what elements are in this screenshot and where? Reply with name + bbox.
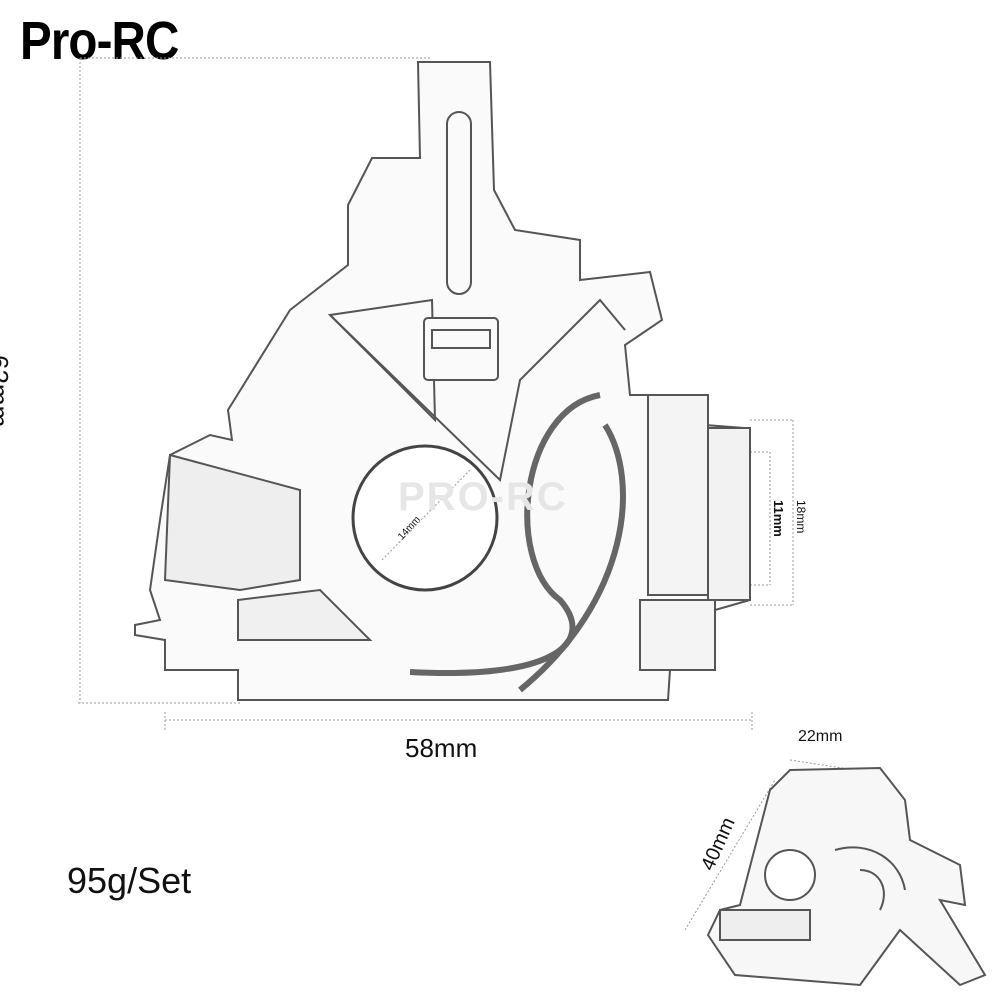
weight-label: 95g/Set <box>67 860 192 901</box>
outer-diameter-label: 18mm <box>794 500 808 534</box>
main-bore <box>351 444 499 592</box>
gearbox-iso-view <box>706 766 987 987</box>
inner-diameter-label: 11mm <box>771 500 786 537</box>
depth-dimension-label: 22mm <box>798 728 843 745</box>
brand-logo: Pro-RC <box>20 11 179 71</box>
height-dimension-label: 62mm <box>0 355 14 428</box>
dimension-lines <box>78 57 856 931</box>
width-dimension-label: 58mm <box>405 733 478 763</box>
gearbox-main-view <box>134 61 752 701</box>
watermark-text: PRO-RC <box>398 475 568 519</box>
bore-dimension-line <box>381 469 471 561</box>
